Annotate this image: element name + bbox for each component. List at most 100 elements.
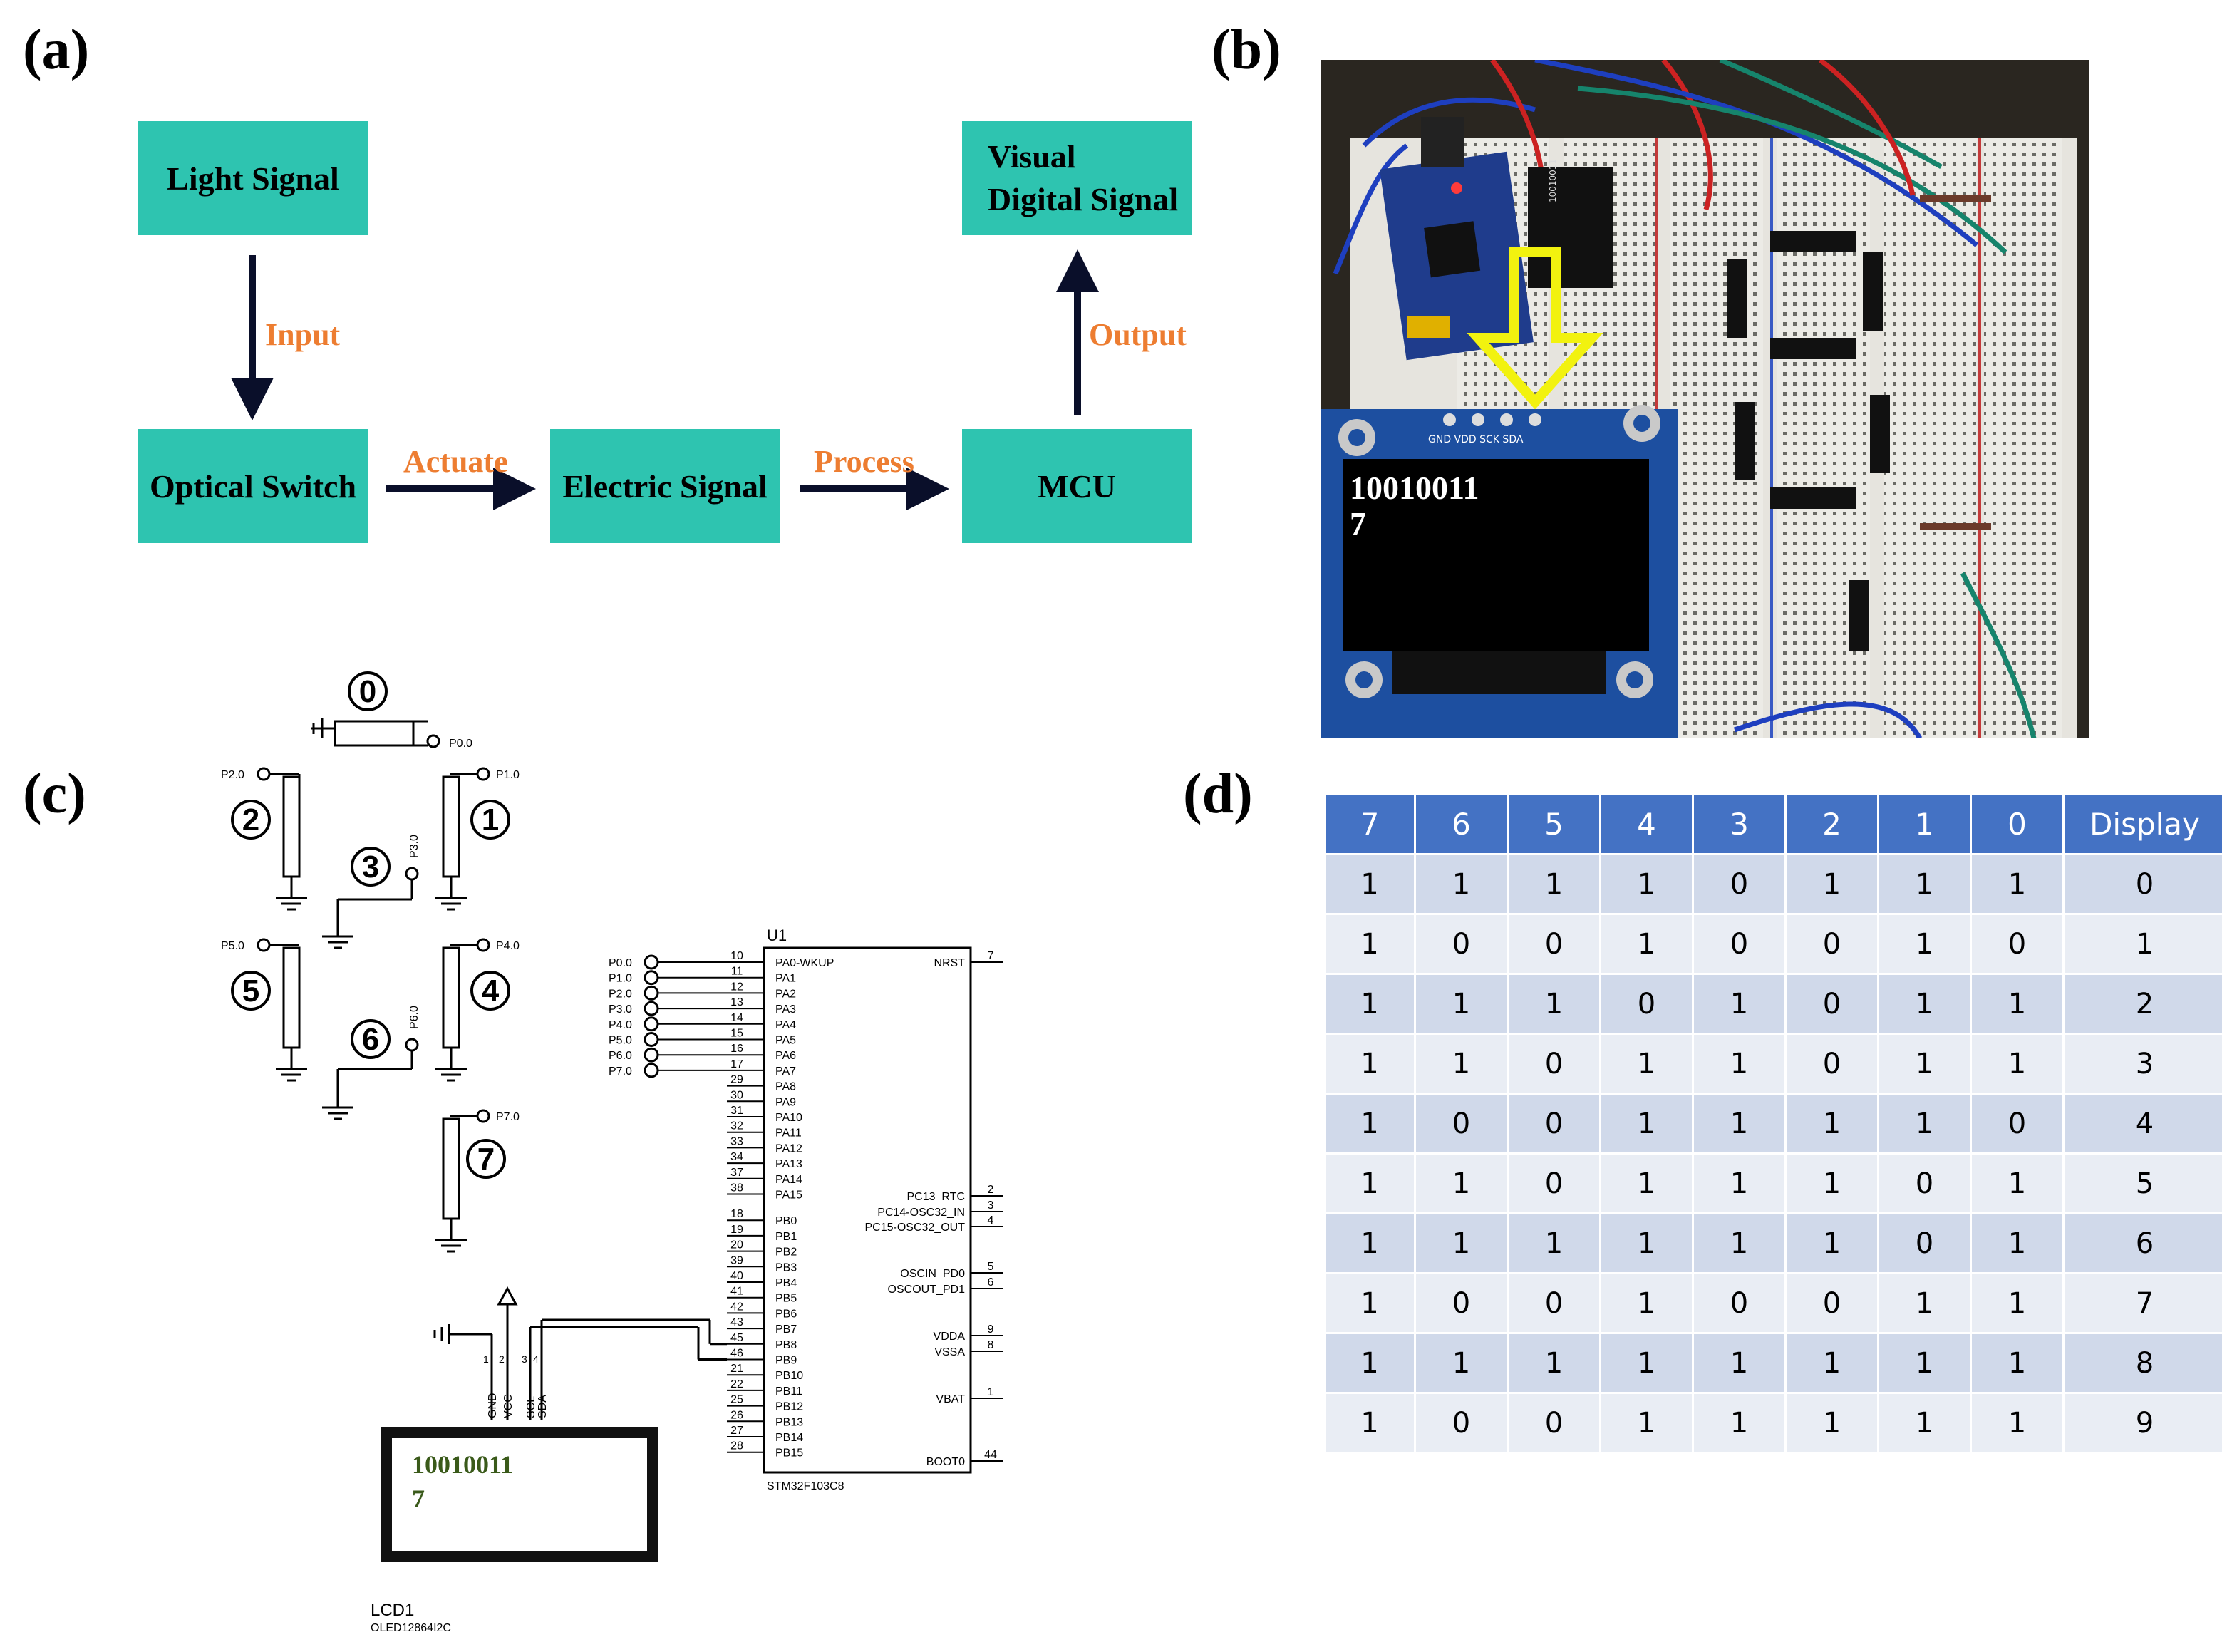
pin-number: 20 xyxy=(730,1239,743,1251)
table-bit-cell: 1 xyxy=(1972,975,2062,1033)
oled-line1: 10010011 xyxy=(1350,470,1479,506)
visual-text: Visual xyxy=(988,138,1076,175)
table-bit-cell: 1 xyxy=(1416,975,1507,1033)
table-header-cell: 3 xyxy=(1694,795,1784,853)
switch-pin-label: P6.0 xyxy=(408,1006,420,1029)
pin-number: 14 xyxy=(730,1012,743,1024)
pin-number: 30 xyxy=(730,1089,743,1101)
pin-name: PA15 xyxy=(775,1189,802,1202)
visual-digital-signal-box: Visual Digital Signal xyxy=(962,121,1192,235)
pin-number: 28 xyxy=(730,1440,743,1452)
pin-name: PB9 xyxy=(775,1355,797,1367)
table-bit-cell: 1 xyxy=(1416,1334,1507,1392)
optical-switch-7 xyxy=(442,1117,460,1220)
table-bit-cell: 0 xyxy=(1972,1095,2062,1152)
net-terminal xyxy=(644,970,659,986)
table-display-cell: 2 xyxy=(2065,975,2222,1033)
table-bit-cell: 1 xyxy=(1879,1035,1970,1093)
lcd-pin-label: SDA xyxy=(537,1395,549,1418)
table-bit-cell: 1 xyxy=(1879,855,1970,913)
chip-ref: U1 xyxy=(767,926,787,944)
table-bit-cell: 0 xyxy=(1416,1095,1507,1152)
pin-name: PB3 xyxy=(775,1261,797,1274)
lcd-display: 10010011 7 xyxy=(381,1427,658,1562)
table-bit-cell: 1 xyxy=(1879,1095,1970,1152)
light-signal-box: Light Signal xyxy=(138,121,368,235)
table-bit-cell: 0 xyxy=(1879,1214,1970,1272)
table-bit-cell: 1 xyxy=(1416,855,1507,913)
optical-switch-box: Optical Switch xyxy=(138,429,368,543)
table-bit-cell: 1 xyxy=(1326,1394,1414,1452)
pin-number: 15 xyxy=(730,1028,743,1040)
process-label: Process xyxy=(814,444,914,479)
terminal-p3 xyxy=(405,867,419,881)
lcd-pin-label: SCL xyxy=(525,1396,537,1418)
switch-number: 5 xyxy=(242,974,259,1008)
pin-number: 42 xyxy=(730,1301,743,1313)
pin-name: BOOT0 xyxy=(926,1456,965,1468)
pin-name: PB11 xyxy=(775,1385,802,1398)
pin-name: PA8 xyxy=(775,1081,796,1093)
table-bit-cell: 1 xyxy=(1879,1394,1970,1452)
pin-name: PB2 xyxy=(775,1246,797,1259)
table-bit-cell: 0 xyxy=(1972,915,2062,973)
switch-number-circle xyxy=(231,800,271,840)
terminal-p1 xyxy=(476,767,490,781)
pin-name: PA4 xyxy=(775,1019,796,1031)
net-terminal xyxy=(644,954,659,970)
table-bit-cell: 1 xyxy=(1416,1035,1507,1093)
lcd-part: OLED12864I2C xyxy=(371,1622,451,1634)
pin-number: 41 xyxy=(730,1286,743,1298)
table-bit-cell: 0 xyxy=(1509,1155,1599,1212)
pin-number: 3 xyxy=(988,1199,994,1212)
pin-name: PA7 xyxy=(775,1065,796,1078)
mcu-box: MCU xyxy=(962,429,1192,543)
table-bit-cell: 1 xyxy=(1694,1214,1784,1272)
panel-label-d: (d) xyxy=(1183,763,1253,825)
table-bit-cell: 1 xyxy=(1972,1334,2062,1392)
table-bit-cell: 0 xyxy=(1787,915,1877,973)
lcd-pin-number: 1 xyxy=(483,1353,489,1365)
panel-label-b: (b) xyxy=(1211,19,1281,81)
optical-switch-2 xyxy=(282,775,301,878)
table-bit-cell: 0 xyxy=(1694,915,1784,973)
lcd-pin-label: GND xyxy=(487,1393,499,1418)
table-display-cell: 8 xyxy=(2065,1334,2222,1392)
pin-number: 5 xyxy=(988,1261,994,1273)
terminal-p4 xyxy=(476,938,490,952)
switch-number-circle xyxy=(470,971,510,1011)
table-display-cell: 4 xyxy=(2065,1095,2222,1152)
switch-number: 7 xyxy=(477,1142,495,1177)
net-label: P6.0 xyxy=(609,1050,632,1062)
vcc-arrow xyxy=(497,1286,518,1306)
pin-name: PB10 xyxy=(775,1370,803,1382)
switch-number: 3 xyxy=(362,850,379,884)
pin-name: PB13 xyxy=(775,1416,803,1428)
pin-name: PA11 xyxy=(775,1127,802,1140)
pin-number: 43 xyxy=(730,1316,743,1328)
pin-number: 18 xyxy=(730,1208,743,1220)
table-header-cell: 4 xyxy=(1601,795,1692,853)
breadboard-photo: GND VDD SCK SDA 10010011 7 10010011 xyxy=(1321,60,2089,738)
pin-name: PA9 xyxy=(775,1096,796,1108)
pin-name: PA12 xyxy=(775,1142,802,1155)
table-display-cell: 3 xyxy=(2065,1035,2222,1093)
pin-number: 29 xyxy=(730,1074,743,1086)
table-bit-cell: 1 xyxy=(1972,1035,2062,1093)
pin-number: 2 xyxy=(988,1184,994,1196)
pin-name: PB15 xyxy=(775,1447,803,1460)
switch-pin-label: P4.0 xyxy=(496,940,520,952)
table-bit-cell: 1 xyxy=(1416,1155,1507,1212)
actuate-label: Actuate xyxy=(403,444,508,479)
table-bit-cell: 1 xyxy=(1787,1155,1877,1212)
terminal-p7 xyxy=(476,1109,490,1123)
table-bit-cell: 0 xyxy=(1787,1035,1877,1093)
terminal-p2 xyxy=(257,767,271,781)
pin-name: PA3 xyxy=(775,1003,796,1016)
pin-number: 11 xyxy=(731,966,743,978)
digital-signal-text: Digital Signal xyxy=(988,181,1179,217)
switch-pin-label: P0.0 xyxy=(449,738,472,750)
pin-name: VSSA xyxy=(934,1346,965,1358)
switch-number: 4 xyxy=(482,974,500,1008)
optical-switch-1 xyxy=(442,775,460,878)
